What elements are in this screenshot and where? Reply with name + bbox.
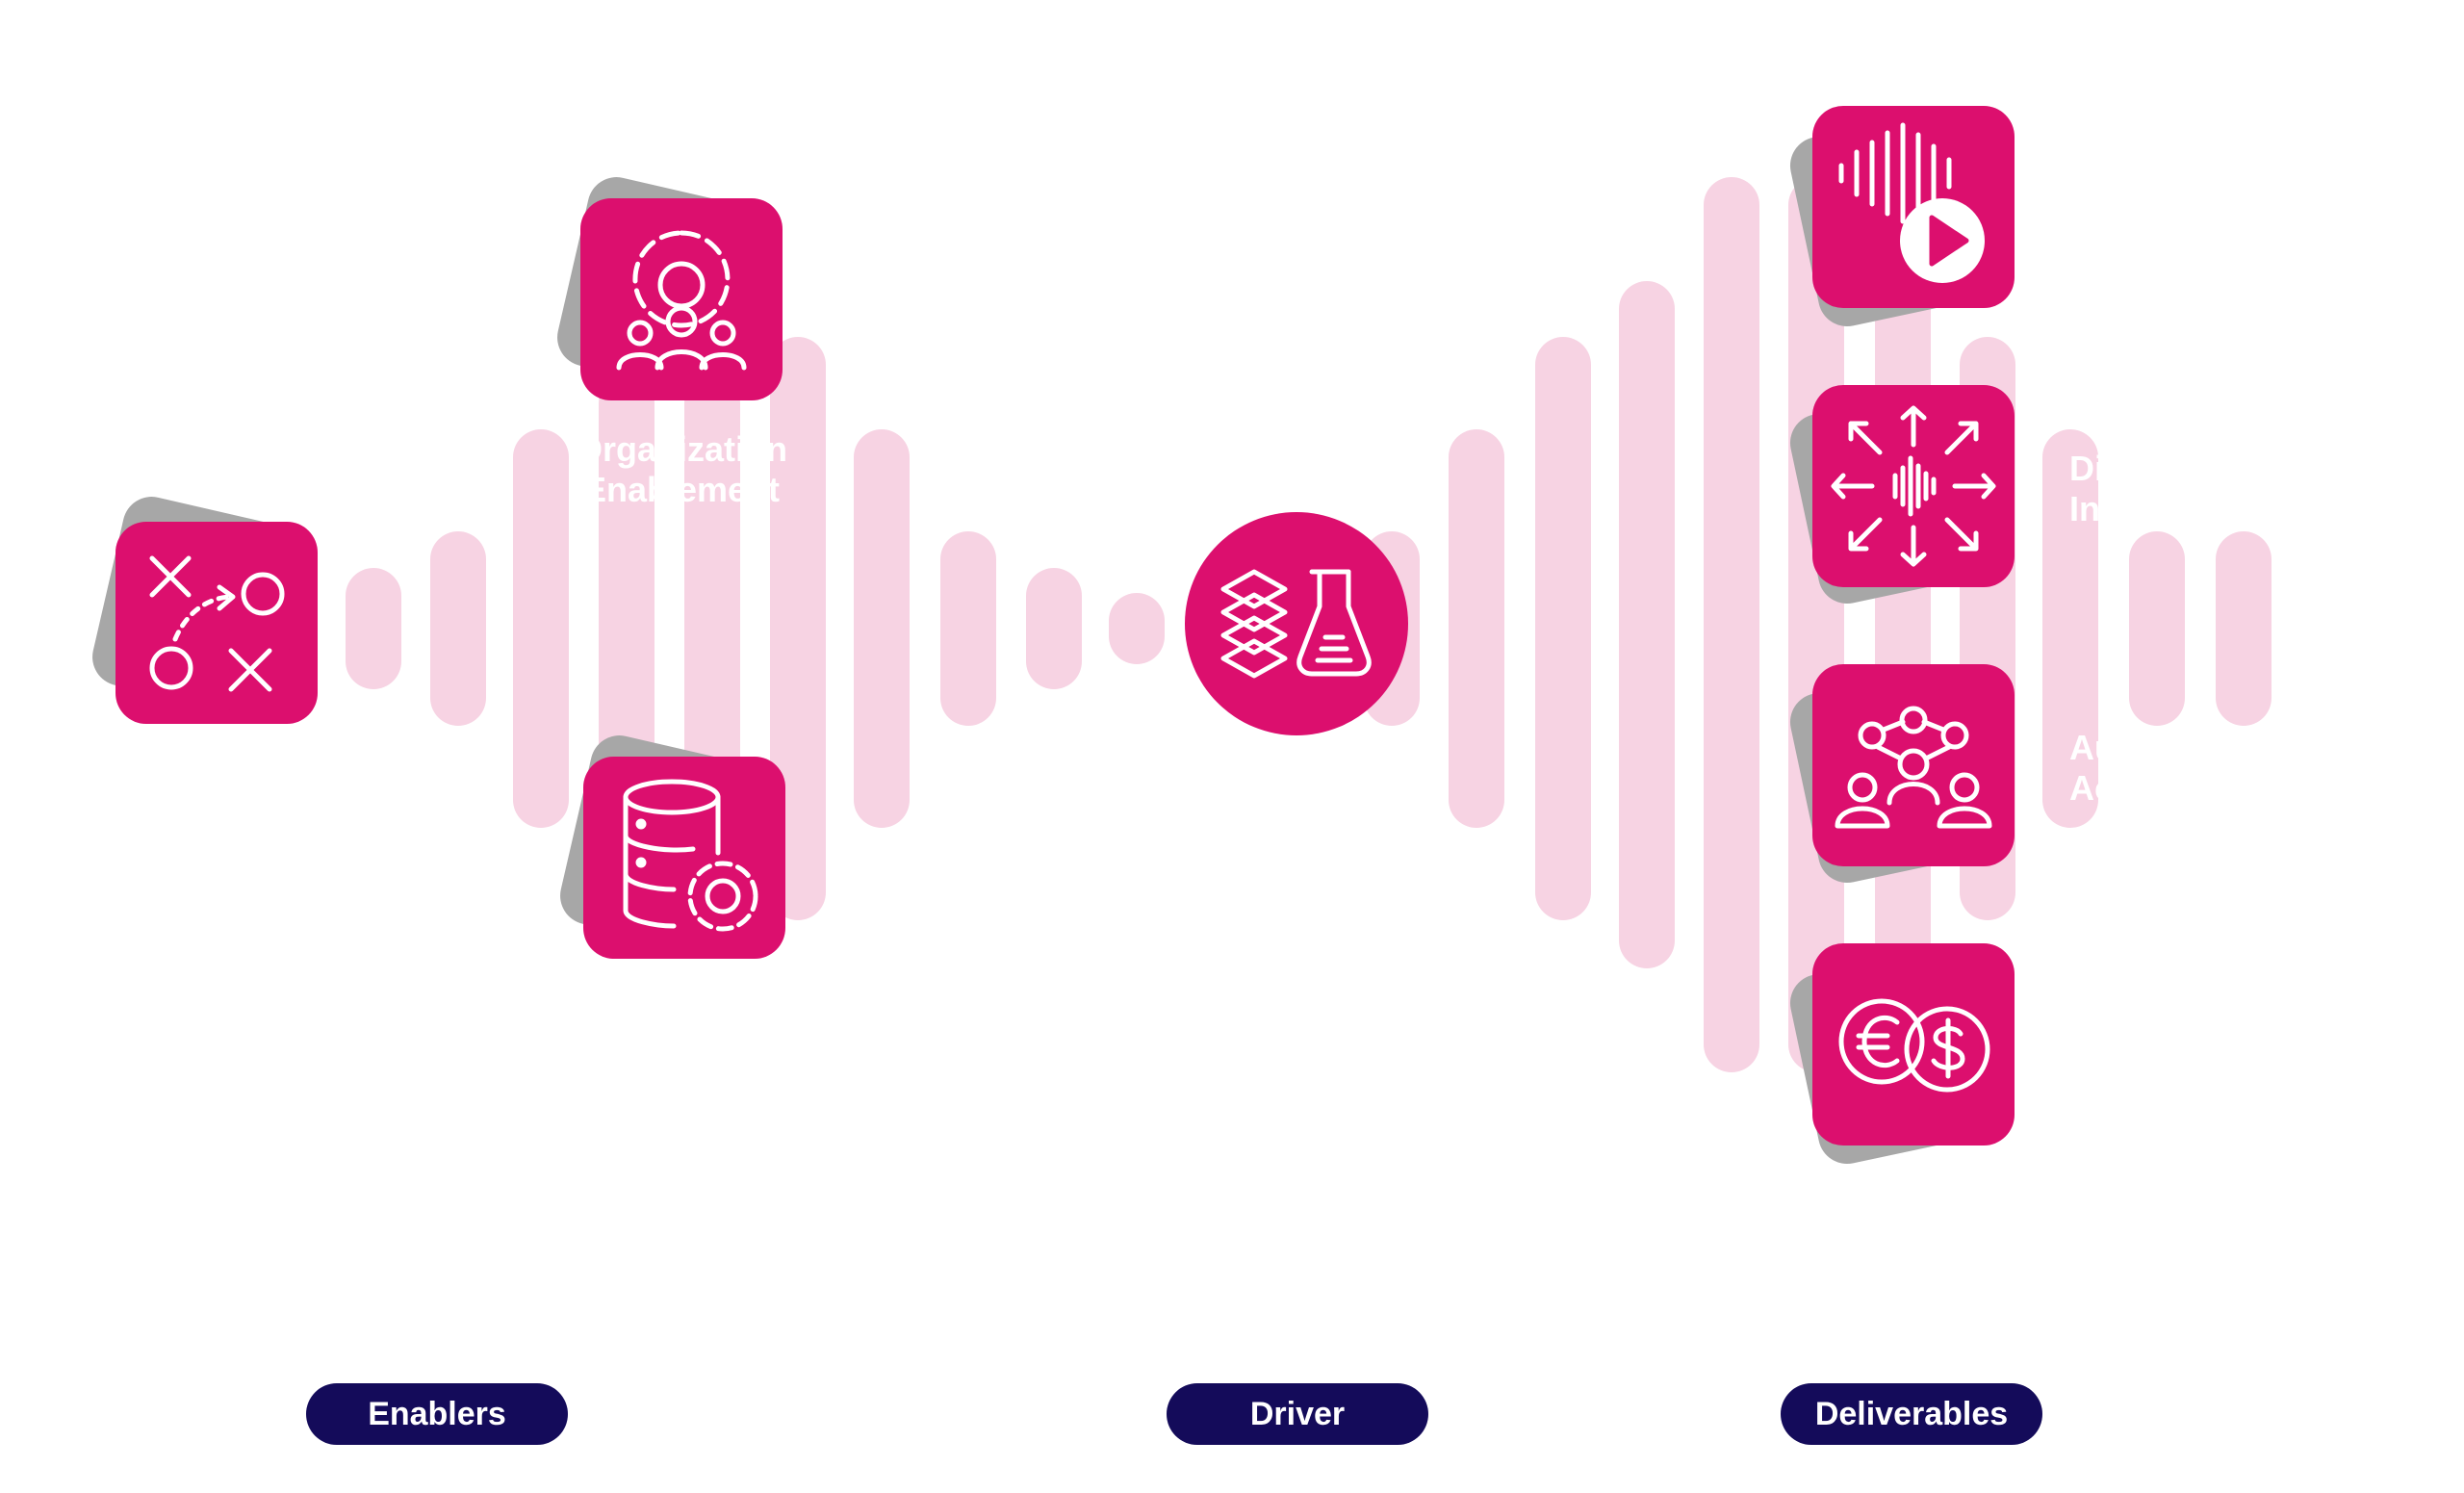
wave-bar	[2042, 429, 2098, 828]
wave-bar	[1109, 593, 1165, 664]
category-enablers: Enablers	[306, 1383, 568, 1445]
wave-bar	[2216, 531, 2272, 726]
organization-node	[580, 198, 783, 400]
layers-flask-icon	[1220, 569, 1372, 679]
wave-bar	[513, 429, 569, 828]
distribution-node	[1812, 385, 2015, 587]
gear-team-icon	[616, 230, 747, 371]
wave-bar	[1449, 429, 1504, 828]
wave-bar	[1535, 337, 1591, 920]
wave-bar	[1026, 568, 1082, 689]
media-node	[1812, 106, 2015, 308]
wave-bar	[1704, 177, 1759, 1072]
distribution-arrows-icon	[1831, 405, 1996, 567]
category-driver: Driver	[1167, 1383, 1428, 1445]
database-gear-icon	[623, 779, 758, 932]
wave-bar	[430, 531, 486, 726]
wave-bar	[1619, 281, 1675, 968]
revenue-node	[1812, 943, 2015, 1145]
distribution-label: Distribution Innovation	[2069, 449, 2191, 528]
wave-bar	[346, 568, 401, 689]
strategy-node	[116, 522, 318, 724]
organization-label: Organization Enablement	[575, 429, 787, 509]
wave-bar	[2129, 531, 2185, 726]
euro-dollar-coins-icon	[1838, 998, 1990, 1093]
data-node	[583, 757, 785, 959]
wave-bar	[854, 429, 910, 828]
strategy-play-icon	[149, 555, 285, 692]
audience-node	[1812, 664, 2015, 866]
wave-bar	[940, 531, 996, 726]
audience-label: Audience Acquisition	[2069, 728, 2191, 808]
audience-network-icon	[1835, 706, 1992, 829]
audio-play-icon	[1838, 122, 1985, 283]
driver-node	[1185, 512, 1408, 735]
category-deliverables: Deliverables	[1781, 1383, 2042, 1445]
wave-bar	[1788, 177, 1844, 1072]
